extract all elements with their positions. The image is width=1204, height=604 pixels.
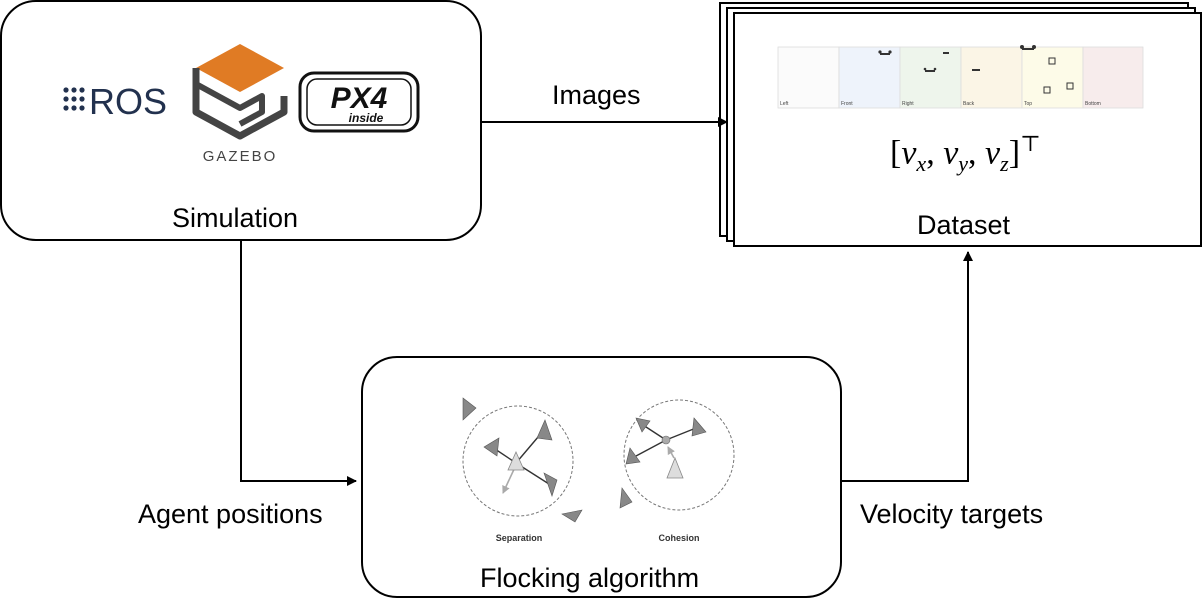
edge-agent-positions — [240, 241, 357, 486]
strip-panel-top — [1021, 46, 1084, 109]
strip-panel-left — [777, 46, 840, 109]
gazebo-logo: GAZEBO — [192, 44, 288, 165]
formula-close-bracket: ] — [1008, 134, 1021, 172]
simulation-label: Simulation — [172, 203, 299, 233]
images-label: Images — [552, 80, 641, 110]
agent-positions-label: Agent positions — [138, 499, 323, 529]
formula-vy: v — [943, 134, 959, 172]
strip-label-back: Back — [963, 101, 975, 107]
strip-label-right: Right — [902, 101, 914, 107]
strip-label-top: Top — [1024, 101, 1032, 107]
ros-logo-text: ROS — [89, 81, 167, 122]
drone-icons — [878, 45, 1074, 94]
strip-panel-front — [838, 46, 901, 109]
cohesion-label: Cohesion — [658, 533, 699, 543]
formula-vx: v — [901, 134, 917, 172]
drone-icon — [972, 69, 980, 71]
ros-logo-dots — [63, 87, 85, 111]
drone-icon — [1043, 86, 1051, 94]
edge-velocity-targets — [842, 251, 973, 482]
gazebo-logo-text: GAZEBO — [203, 148, 278, 165]
formula-vy-sub: y — [958, 151, 969, 177]
formula-open-bracket: [ — [890, 134, 902, 172]
formula-transpose: ⊤ — [1020, 131, 1041, 156]
cohesion-diagram: Cohesion — [619, 399, 735, 543]
formula-vz-sub: z — [1000, 151, 1009, 177]
separation-diagram: Separation — [462, 397, 583, 543]
drone-icon — [1066, 82, 1074, 90]
strip-panel-back — [960, 46, 1023, 109]
velocity-formula: [vx, vy, vz]⊤ — [890, 131, 1041, 177]
strip-label-bottom: Bottom — [1085, 101, 1101, 107]
drone-icon — [943, 52, 949, 54]
px4-inside-text: inside — [349, 111, 384, 125]
drone-icon — [1020, 45, 1036, 50]
formula-vx-sub: x — [916, 151, 927, 177]
strip-panel-right — [899, 46, 962, 109]
drone-icon — [1048, 57, 1056, 65]
drone-icon — [923, 67, 937, 72]
velocity-targets-label: Velocity targets — [860, 499, 1044, 529]
strip-panel-bottom — [1082, 46, 1144, 109]
formula-vz: v — [985, 134, 1001, 172]
dataset-image-strip: Left Front Right Back Top Bottom — [777, 45, 1144, 109]
strip-label-front: Front — [841, 101, 853, 107]
dataset-label: Dataset — [917, 210, 1011, 240]
flocking-label: Flocking algorithm — [480, 563, 700, 593]
drone-icon — [878, 50, 892, 55]
separation-label: Separation — [496, 533, 543, 543]
px4-logo: PX4 inside — [298, 71, 420, 133]
flocking-node — [361, 356, 842, 598]
strip-label-left: Left — [780, 101, 789, 107]
px4-logo-text: PX4 — [331, 82, 388, 115]
